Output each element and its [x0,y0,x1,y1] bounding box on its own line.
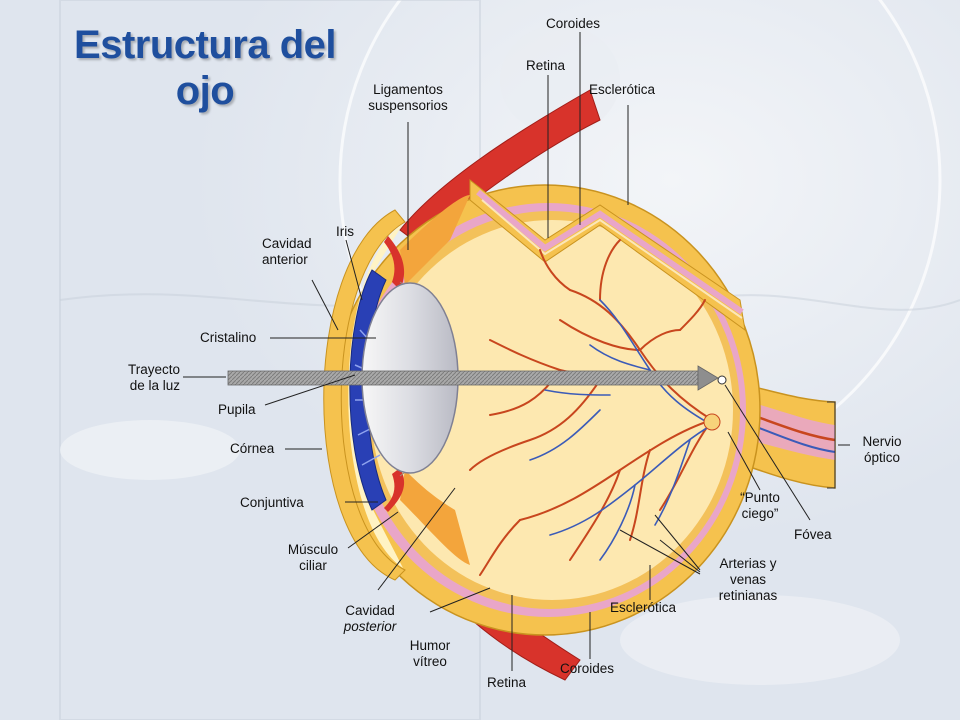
label-cristalino: Cristalino [200,330,257,345]
retinal-vessels [469,239,713,576]
label-punto-ciego: “Punto ciego” [740,490,780,521]
light-path-arrow [227,365,719,391]
label-nervio-optico: Nervio óptico [862,434,902,465]
cornea [323,209,406,581]
label-conjuntiva: Conjuntiva [240,495,304,510]
optic-disc [703,413,721,431]
label-musculo-ciliar: Músculo ciliar [287,542,339,573]
label-ligamentos: Ligamentos suspensorios [368,82,448,113]
fovea-marker [717,375,727,385]
title-line-2: ojo [175,69,235,113]
label-cavidad-posterior: Cavidad posterior [343,603,397,634]
ciliary-muscle-top [384,236,405,290]
label-cavidad-anterior: Cavidad anterior [262,236,312,267]
leader-lines [183,32,850,671]
title-line-1: Estructura del [74,23,336,67]
label-pupila: Pupila [218,402,256,417]
cutaway-layers [469,178,746,332]
label-esclerotica-top: Esclerótica [589,82,656,97]
label-coroides-bottom: Coroides [560,661,615,676]
label-arterias-venas: Arterias y venas retinianas [718,556,778,603]
ciliary-body-top [400,195,470,285]
ciliary-muscle-bottom [384,468,405,512]
label-coroides-top: Coroides [546,16,601,31]
label-retina-bottom: Retina [487,675,527,690]
ciliary-body-bottom [400,470,470,565]
page-title: Estructura del ojo [40,22,370,114]
label-fovea: Fóvea [794,527,832,542]
label-retina-top: Retina [526,58,566,73]
label-iris: Iris [336,224,354,239]
label-humor-vitreo: Humor vítreo [409,638,451,669]
vitreous-body [371,220,733,600]
label-trayecto-luz: Trayecto de la luz [127,362,180,393]
label-esclerotica-bottom: Esclerótica [610,600,677,615]
label-cornea: Córnea [230,441,275,456]
